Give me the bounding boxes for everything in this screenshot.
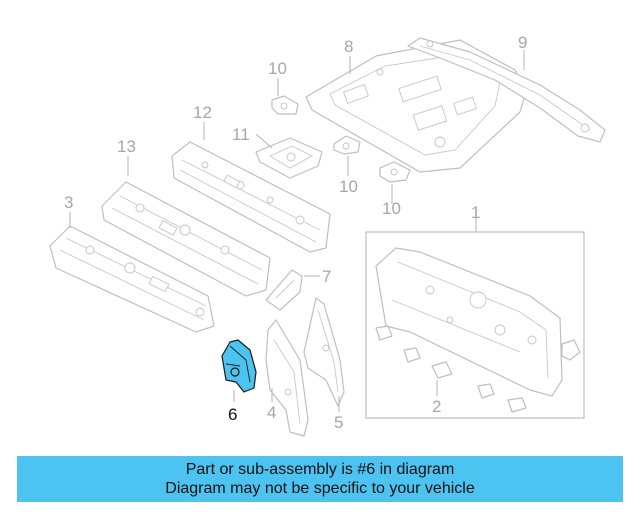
callout-12: 12	[193, 103, 212, 122]
callout-11: 11	[232, 125, 250, 144]
callout-3: 3	[64, 193, 73, 212]
callout-10-a: 10	[268, 59, 287, 78]
callout-6: 6	[228, 405, 237, 424]
part-4-side-bracket[interactable]	[265, 319, 309, 437]
callout-10-b: 10	[339, 177, 358, 196]
callout-13: 13	[117, 137, 136, 156]
part-6-highlighted-bracket[interactable]	[221, 339, 257, 393]
parts-diagram: 1 2 3 4 5 6 7 8 9 10 10 10 11 12 13	[49, 33, 606, 437]
info-banner: Part or sub-assembly is #6 in diagram Di…	[17, 456, 623, 502]
part-8-rear-shelf[interactable]	[305, 39, 527, 173]
callout-1: 1	[471, 203, 480, 222]
part-1-rear-panel-assembly[interactable]	[365, 231, 585, 419]
callout-9: 9	[518, 33, 527, 52]
callout-2: 2	[432, 397, 441, 416]
leader-lines	[69, 50, 525, 412]
part-9-rear-rail[interactable]	[407, 37, 606, 143]
callout-8: 8	[344, 37, 353, 56]
part-12-crossmember[interactable]	[171, 141, 331, 253]
part-13-crossmember[interactable]	[101, 181, 271, 297]
callout-4: 4	[267, 403, 276, 422]
banner-line-part-number: Part or sub-assembly is #6 in diagram	[185, 461, 455, 478]
part-11-bracket[interactable]	[255, 137, 323, 179]
callout-10-c: 10	[382, 199, 401, 218]
part-5-side-bracket[interactable]	[303, 297, 345, 407]
part-10-bracket-c[interactable]	[379, 161, 411, 183]
banner-line-disclaimer: Diagram may not be specific to your vehi…	[165, 480, 475, 497]
part-7-gusset[interactable]	[265, 269, 303, 311]
part-10-bracket-b[interactable]	[333, 135, 361, 155]
part-10-bracket-a[interactable]	[271, 95, 299, 115]
callout-5: 5	[334, 413, 343, 432]
callout-7: 7	[322, 267, 331, 286]
part-3-crossmember[interactable]	[49, 225, 215, 333]
part-2-clip[interactable]	[431, 361, 453, 379]
